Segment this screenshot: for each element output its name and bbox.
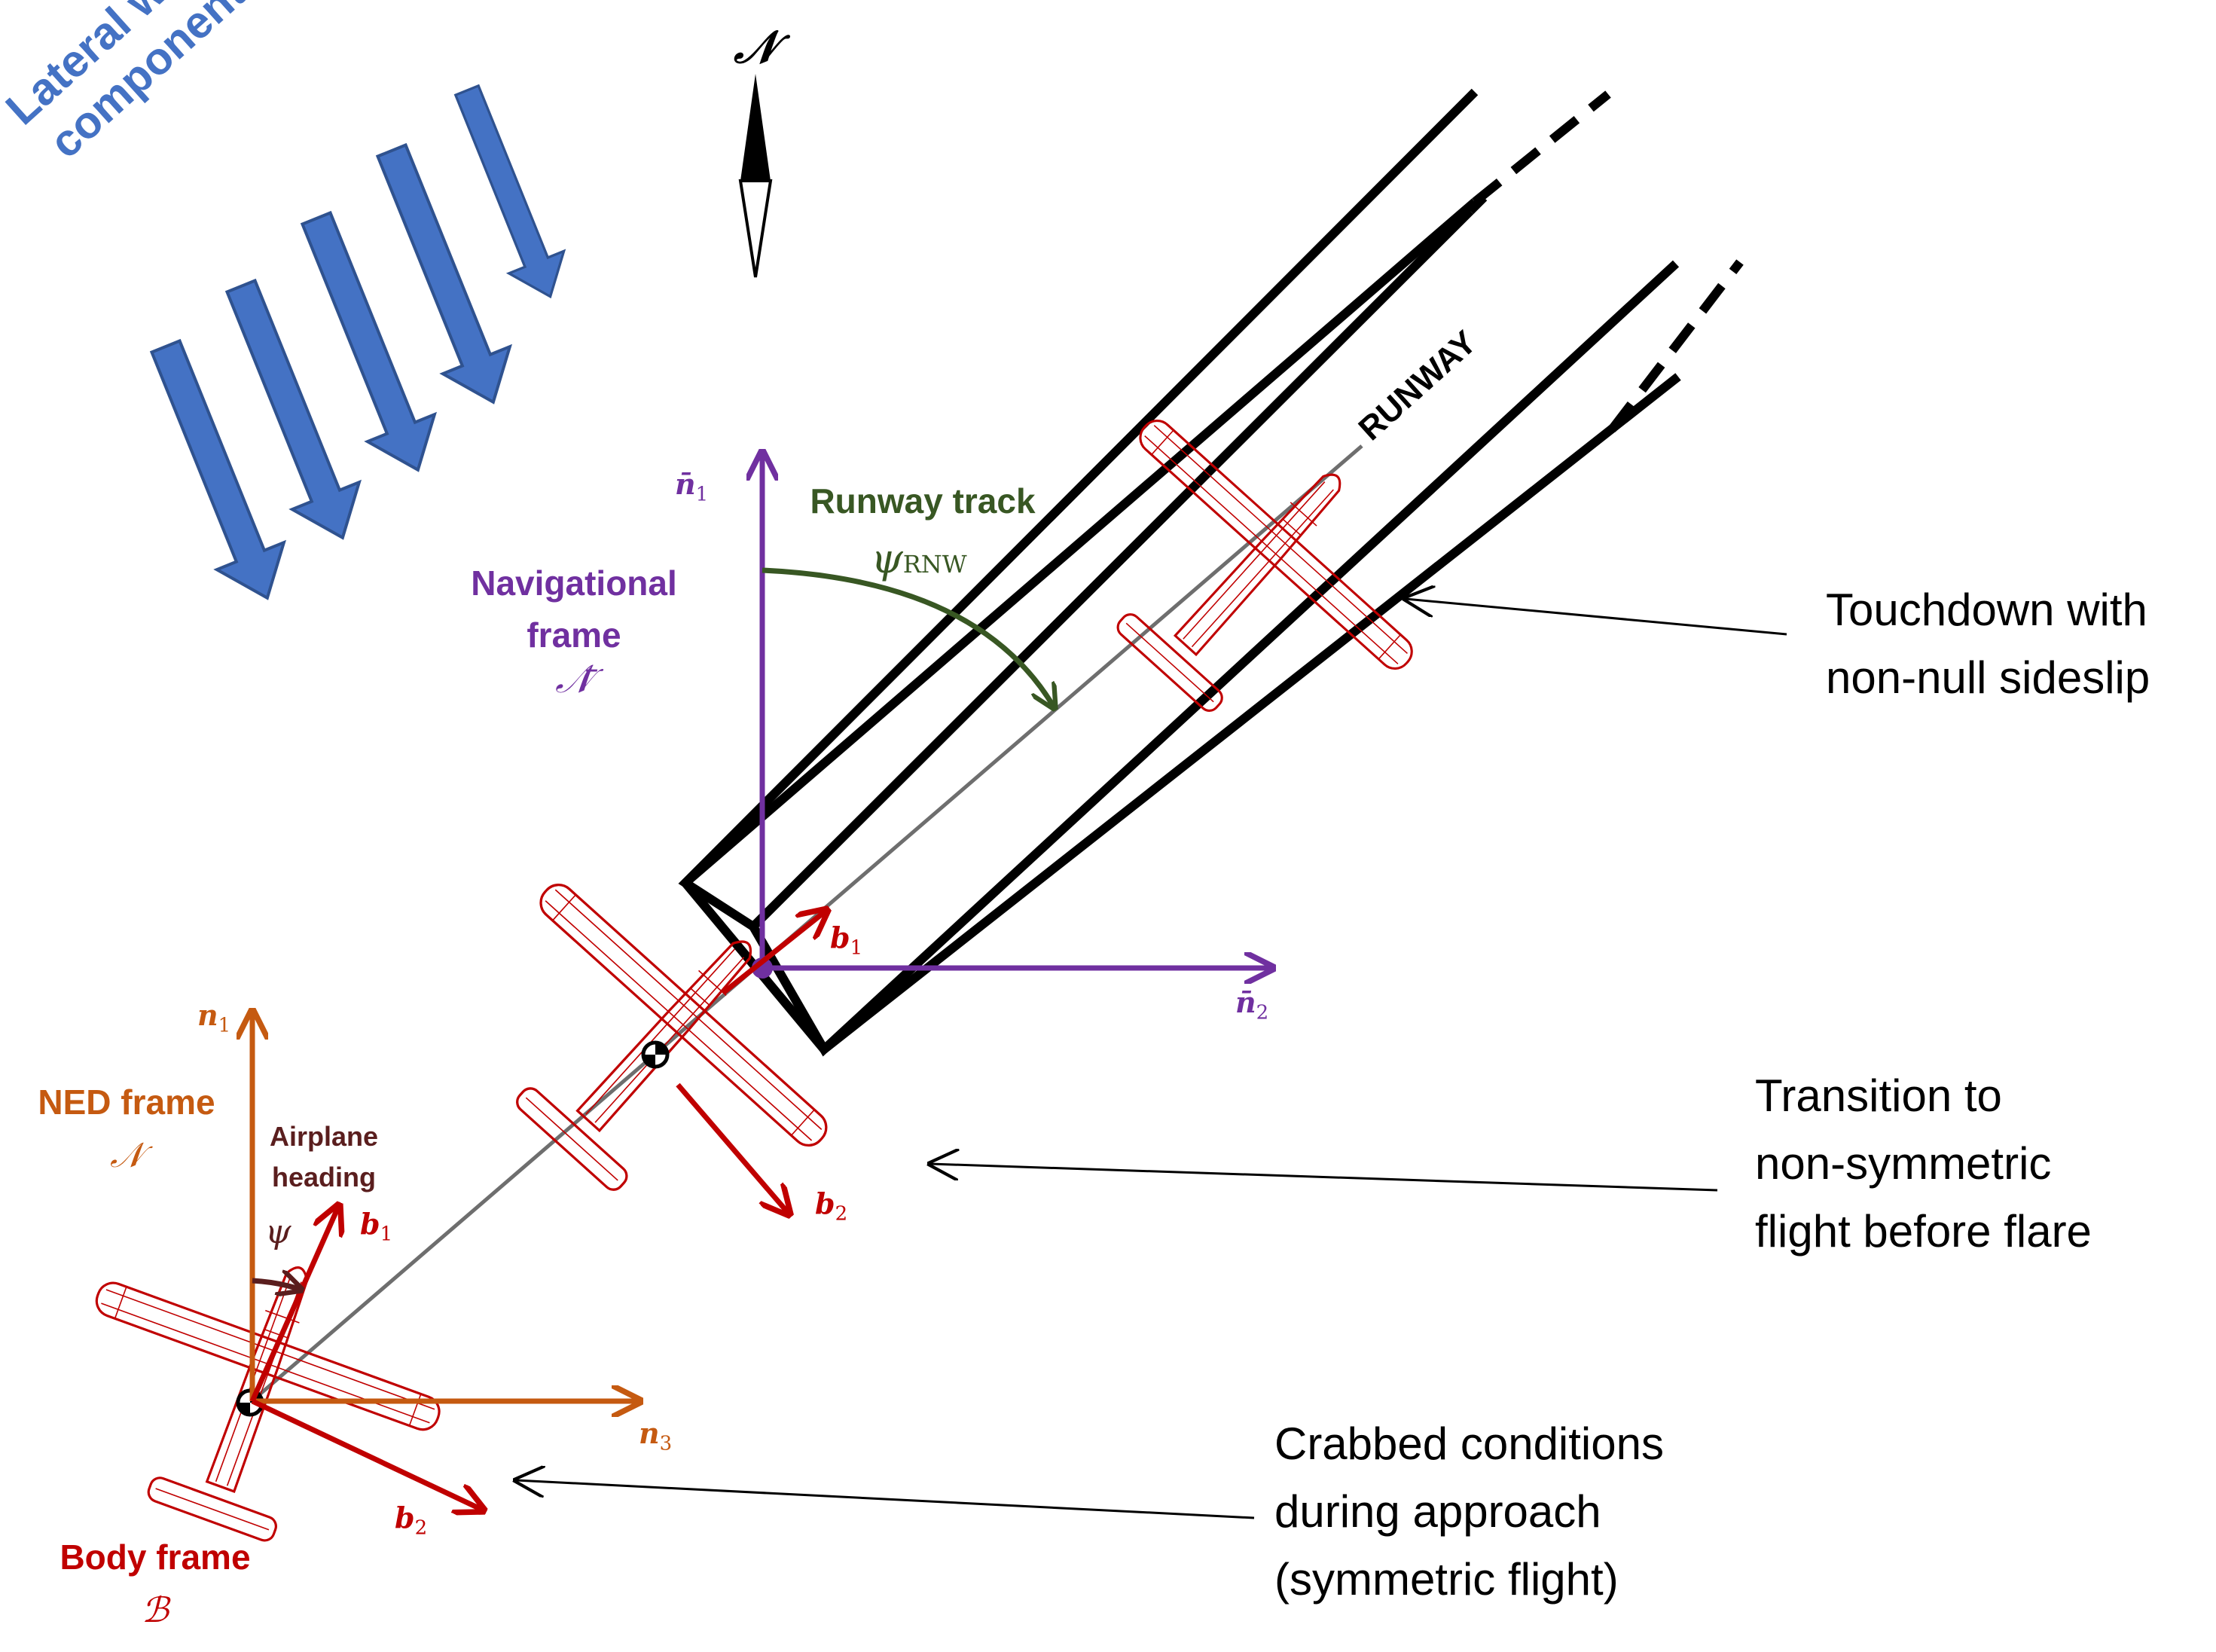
- nav-axis-n2-sub: 2: [1256, 1001, 1269, 1024]
- ned-frame-symbol: 𝒩: [109, 1134, 144, 1175]
- transition-line1: Transition to: [1755, 1070, 2002, 1121]
- ned-axis-n3-base: n: [639, 1416, 660, 1450]
- ned-frame-title: NED frame: [38, 1083, 215, 1122]
- crabbed-b2-base: b: [395, 1501, 415, 1534]
- crabbed-line3: (symmetric flight): [1274, 1554, 1619, 1605]
- heading-angle-arc: [252, 1281, 301, 1290]
- crabbed-line1: Crabbed conditions: [1274, 1418, 1665, 1469]
- nav-frame-title: Navigational frame: [471, 557, 677, 661]
- crabbed-b1-base: b: [360, 1207, 380, 1241]
- nav-axis-n1-label: n̄1: [675, 467, 708, 506]
- body-frame-title: Body frame: [60, 1537, 251, 1577]
- cg-marker-icon: [641, 1040, 670, 1069]
- touchdown-line1: Touchdown with: [1826, 585, 2147, 635]
- ned-axis-n1-sub: 1: [218, 1014, 231, 1037]
- north-label: 𝒩: [734, 21, 777, 74]
- transition-line2: non-symmetric: [1755, 1138, 2052, 1189]
- nav-axis-n2-label: n̄2: [1235, 985, 1268, 1024]
- crabbed-b2-label: b2: [395, 1501, 427, 1540]
- compass-needle-icon: [738, 74, 773, 278]
- runway-track-angle: ψRNW: [871, 535, 966, 582]
- runway-edges: [682, 90, 1744, 1053]
- heading-label: Airplane heading: [270, 1116, 378, 1198]
- body-axis-b1-arrow-transition: [721, 910, 827, 995]
- nav-axis-n2-base: n̄: [1235, 985, 1256, 1019]
- nav-axis-n1-sub: 1: [695, 483, 709, 506]
- transition-annotation: Transition to non-symmetric flight befor…: [1755, 1062, 2092, 1266]
- touchdown-leader-arrow: [1406, 599, 1787, 636]
- transition-b2-base: b: [815, 1186, 835, 1220]
- runway-track-arc: [762, 567, 1055, 708]
- nav-axis-n1-base: n̄: [675, 467, 696, 501]
- nav-frame-title-line1: Navigational: [471, 563, 677, 603]
- runway-track-psi: ψ: [871, 535, 903, 582]
- runway-outline: [678, 88, 1680, 1057]
- touchdown-annotation: Touchdown with non-null sideslip: [1826, 576, 2150, 712]
- ned-axis-n3-sub: 3: [659, 1432, 673, 1455]
- ned-axis-n3-label: n3: [639, 1416, 672, 1455]
- transition-b1-base: b: [830, 921, 850, 954]
- body-axis-b2-arrow-crabbed: [251, 1398, 484, 1510]
- crabbed-b2-sub: 2: [414, 1516, 428, 1540]
- transition-b2-label: b2: [815, 1186, 847, 1226]
- runway-track-title: Runway track: [810, 481, 1036, 521]
- crabbed-annotation: Crabbed conditions during approach (symm…: [1274, 1410, 1664, 1614]
- heading-label-line1: Airplane: [269, 1121, 379, 1152]
- transition-leader-arrow: [930, 1164, 1718, 1192]
- crabbed-b1-sub: 1: [380, 1223, 393, 1246]
- crabbed-line2: during approach: [1274, 1486, 1601, 1537]
- runway-track-subscript: RNW: [902, 550, 967, 579]
- transition-b1-label: b1: [830, 921, 862, 960]
- body-frame-symbol: ℬ: [141, 1589, 169, 1630]
- transition-b2-sub: 2: [835, 1202, 848, 1226]
- transition-line3: flight before flare: [1755, 1206, 2092, 1257]
- ned-axis-n1-label: n1: [197, 998, 230, 1037]
- body-axis-b2-arrow-transition: [676, 1083, 789, 1214]
- nav-frame-symbol: 𝒩̄: [555, 657, 593, 702]
- crabbed-b1-label: b1: [360, 1207, 392, 1246]
- nav-frame-title-line2: frame: [527, 615, 621, 655]
- transition-b1-sub: 1: [850, 936, 863, 960]
- ned-axis-n1-base: n: [197, 998, 218, 1032]
- heading-label-line2: heading: [271, 1162, 377, 1192]
- body-axis-b1-arrow-crabbed: [249, 1205, 339, 1403]
- crabbed-leader-arrow: [516, 1480, 1255, 1519]
- touchdown-line2: non-null sideslip: [1826, 652, 2150, 703]
- heading-psi: ψ: [265, 1213, 291, 1251]
- wind-arrow-icon: [130, 78, 579, 613]
